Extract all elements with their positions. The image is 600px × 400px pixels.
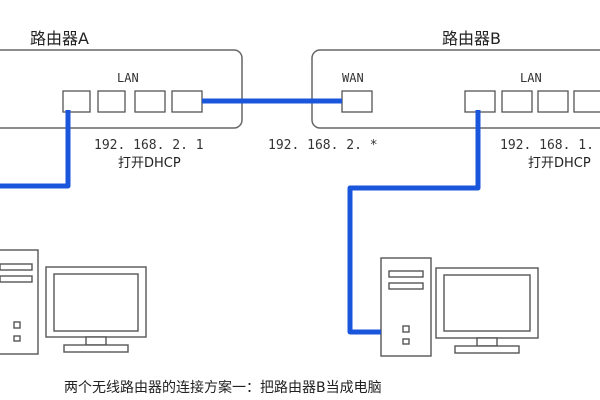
computer-a-monitor-base [63,344,129,353]
router-b-box [311,49,600,129]
router-b-title: 路由器B [442,29,501,48]
router-a-lan-port-2 [97,90,126,113]
router-a-lan-port-4 [171,90,203,113]
router-b-wan-label: WAN [342,71,364,85]
diagram-caption: 两个无线路由器的连接方案一：把路由器B当成电脑 [64,379,382,396]
router-b-dhcp: 打开DHCP [528,156,591,171]
computer-b-monitor-neck [476,337,498,347]
router-b-wan-port [341,90,373,113]
router-b-lan-port-4 [573,90,600,113]
router-a-lan-port-1 [62,90,91,113]
router-a-box [0,49,243,129]
router-a-lan-port-3 [134,90,166,113]
computer-a-monitor-neck [85,336,107,346]
computer-b-screen [443,274,531,332]
router-a-dhcp: 打开DHCP [118,156,181,171]
computer-a-button [13,321,21,329]
router-b-lan-port-1 [464,90,496,113]
router-b-lan-label: LAN [520,71,542,85]
router-b-lan-port-2 [501,90,533,113]
computer-a-icon [0,249,147,355]
router-b-wan-ip: 192. 168. 2. * [268,138,378,153]
router-a-title: 路由器A [30,29,89,48]
cable-router-b-to-computer-b [347,110,481,335]
computer-b-icon [380,257,539,357]
cable-router-a-to-computer-a [0,110,71,189]
computer-b-monitor-base [454,345,520,354]
computer-b-button [402,325,410,333]
computer-a-led [13,335,21,342]
router-a-ip: 192. 168. 2. 1 [94,138,204,153]
router-b-ip: 192. 168. 1. 1 [500,138,600,153]
computer-a-drive-bay-2 [0,275,33,283]
computer-b-drive-bay [388,270,424,278]
computer-b-drive-bay-2 [388,282,424,290]
computer-a-drive-bay [0,263,33,271]
router-a-lan-label: LAN [117,71,139,85]
computer-b-led [402,338,410,345]
router-b-lan-port-3 [537,90,569,113]
computer-a-screen [53,273,139,332]
